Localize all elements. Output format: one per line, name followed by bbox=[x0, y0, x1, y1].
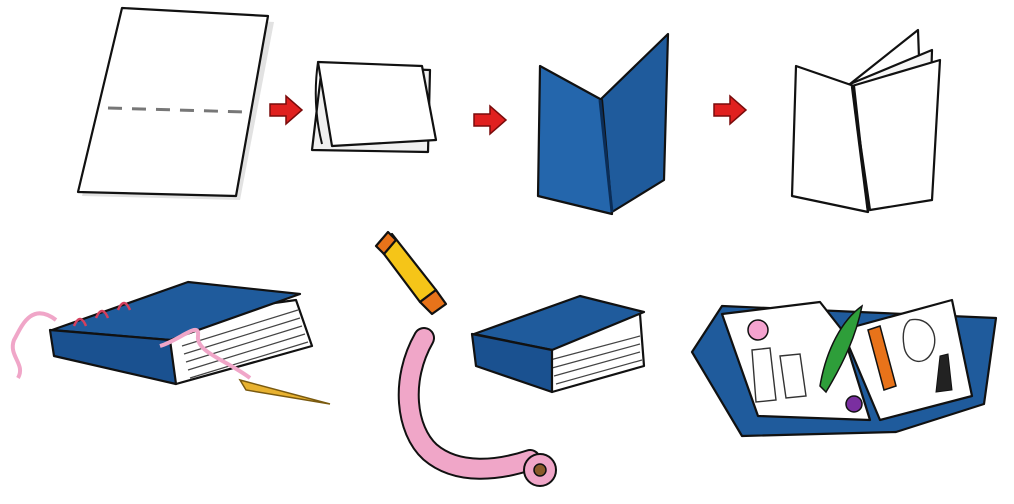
bound-book bbox=[472, 296, 644, 392]
arrow-icon bbox=[474, 106, 506, 134]
needle-icon bbox=[240, 380, 330, 404]
folded-sheet-front bbox=[318, 62, 436, 146]
glue-stick-icon bbox=[376, 232, 446, 314]
book-cover-front bbox=[50, 330, 176, 384]
ribbon-roll-core bbox=[534, 464, 546, 476]
arrow-icon bbox=[714, 96, 746, 124]
step-4-nested-pages bbox=[792, 30, 940, 212]
step-1-blank-sheet bbox=[78, 8, 274, 200]
ribbon-left bbox=[13, 313, 56, 378]
sewn-book bbox=[13, 282, 330, 404]
cover-left-panel bbox=[538, 66, 612, 214]
purple-badge-sticker bbox=[846, 396, 862, 412]
arrow-icon bbox=[270, 96, 302, 124]
sheet-paper bbox=[78, 8, 268, 196]
open-journal bbox=[692, 300, 996, 436]
flower-sticker-icon bbox=[748, 320, 768, 340]
step-3-blue-cover bbox=[538, 34, 668, 214]
step-2-folded-sheet bbox=[312, 62, 436, 152]
